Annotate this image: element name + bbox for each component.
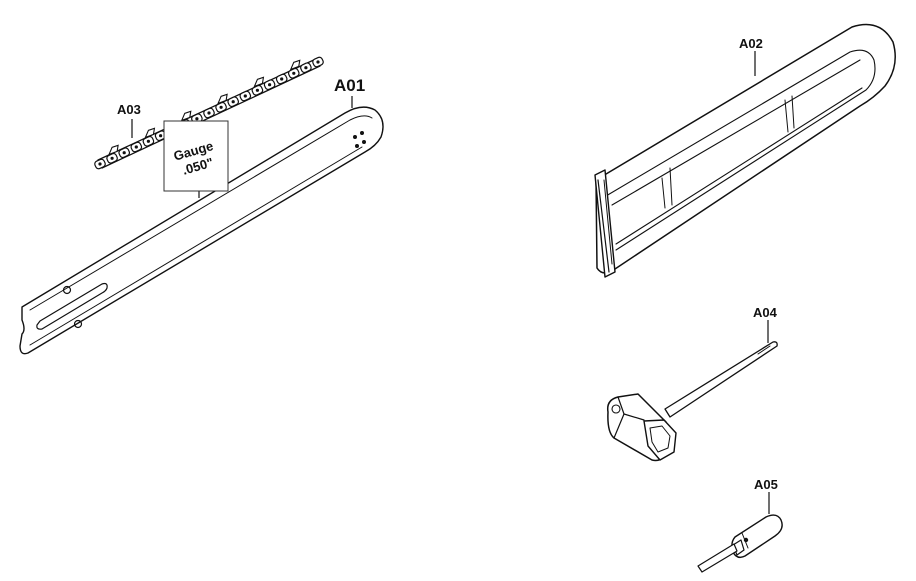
- chain-rivet: [134, 145, 138, 149]
- chain-rivet: [255, 88, 259, 92]
- chain-cutter-tooth: [108, 144, 119, 156]
- chain-rivet: [231, 100, 235, 104]
- chain-rivet: [304, 66, 308, 70]
- chain-rivet: [159, 134, 163, 138]
- wrench-label: A04: [753, 305, 778, 320]
- gauge-tag: Gauge .050": [163, 120, 229, 198]
- chain-rivet: [110, 156, 114, 160]
- chain-rivet: [195, 117, 199, 121]
- screwdriver: [697, 514, 783, 573]
- chain-cutter-tooth: [253, 76, 265, 88]
- chain-rivet: [316, 60, 320, 64]
- chain-cutter-tooth: [289, 59, 301, 71]
- bar-cover: [594, 23, 896, 278]
- chain-rivet: [219, 105, 223, 109]
- chain-cutter-tooth: [144, 127, 156, 139]
- bar-label: A01: [334, 76, 365, 95]
- combination-wrench: [606, 341, 778, 462]
- chain-rivet: [207, 111, 211, 115]
- chain-rivet: [280, 77, 284, 81]
- guide-bar: [19, 106, 384, 355]
- chain-rivet: [146, 139, 150, 143]
- chain-rivet: [292, 71, 296, 75]
- chain-label: A03: [117, 102, 141, 117]
- chain-rivet: [268, 83, 272, 87]
- chain-cutter-tooth: [180, 110, 192, 122]
- chain-cutter-tooth: [217, 93, 228, 105]
- chain-rivet: [243, 94, 247, 98]
- chain-rivet: [122, 151, 126, 155]
- chain-rivet: [98, 162, 102, 166]
- cover-label: A02: [739, 36, 763, 51]
- screwdriver-label: A05: [754, 477, 778, 492]
